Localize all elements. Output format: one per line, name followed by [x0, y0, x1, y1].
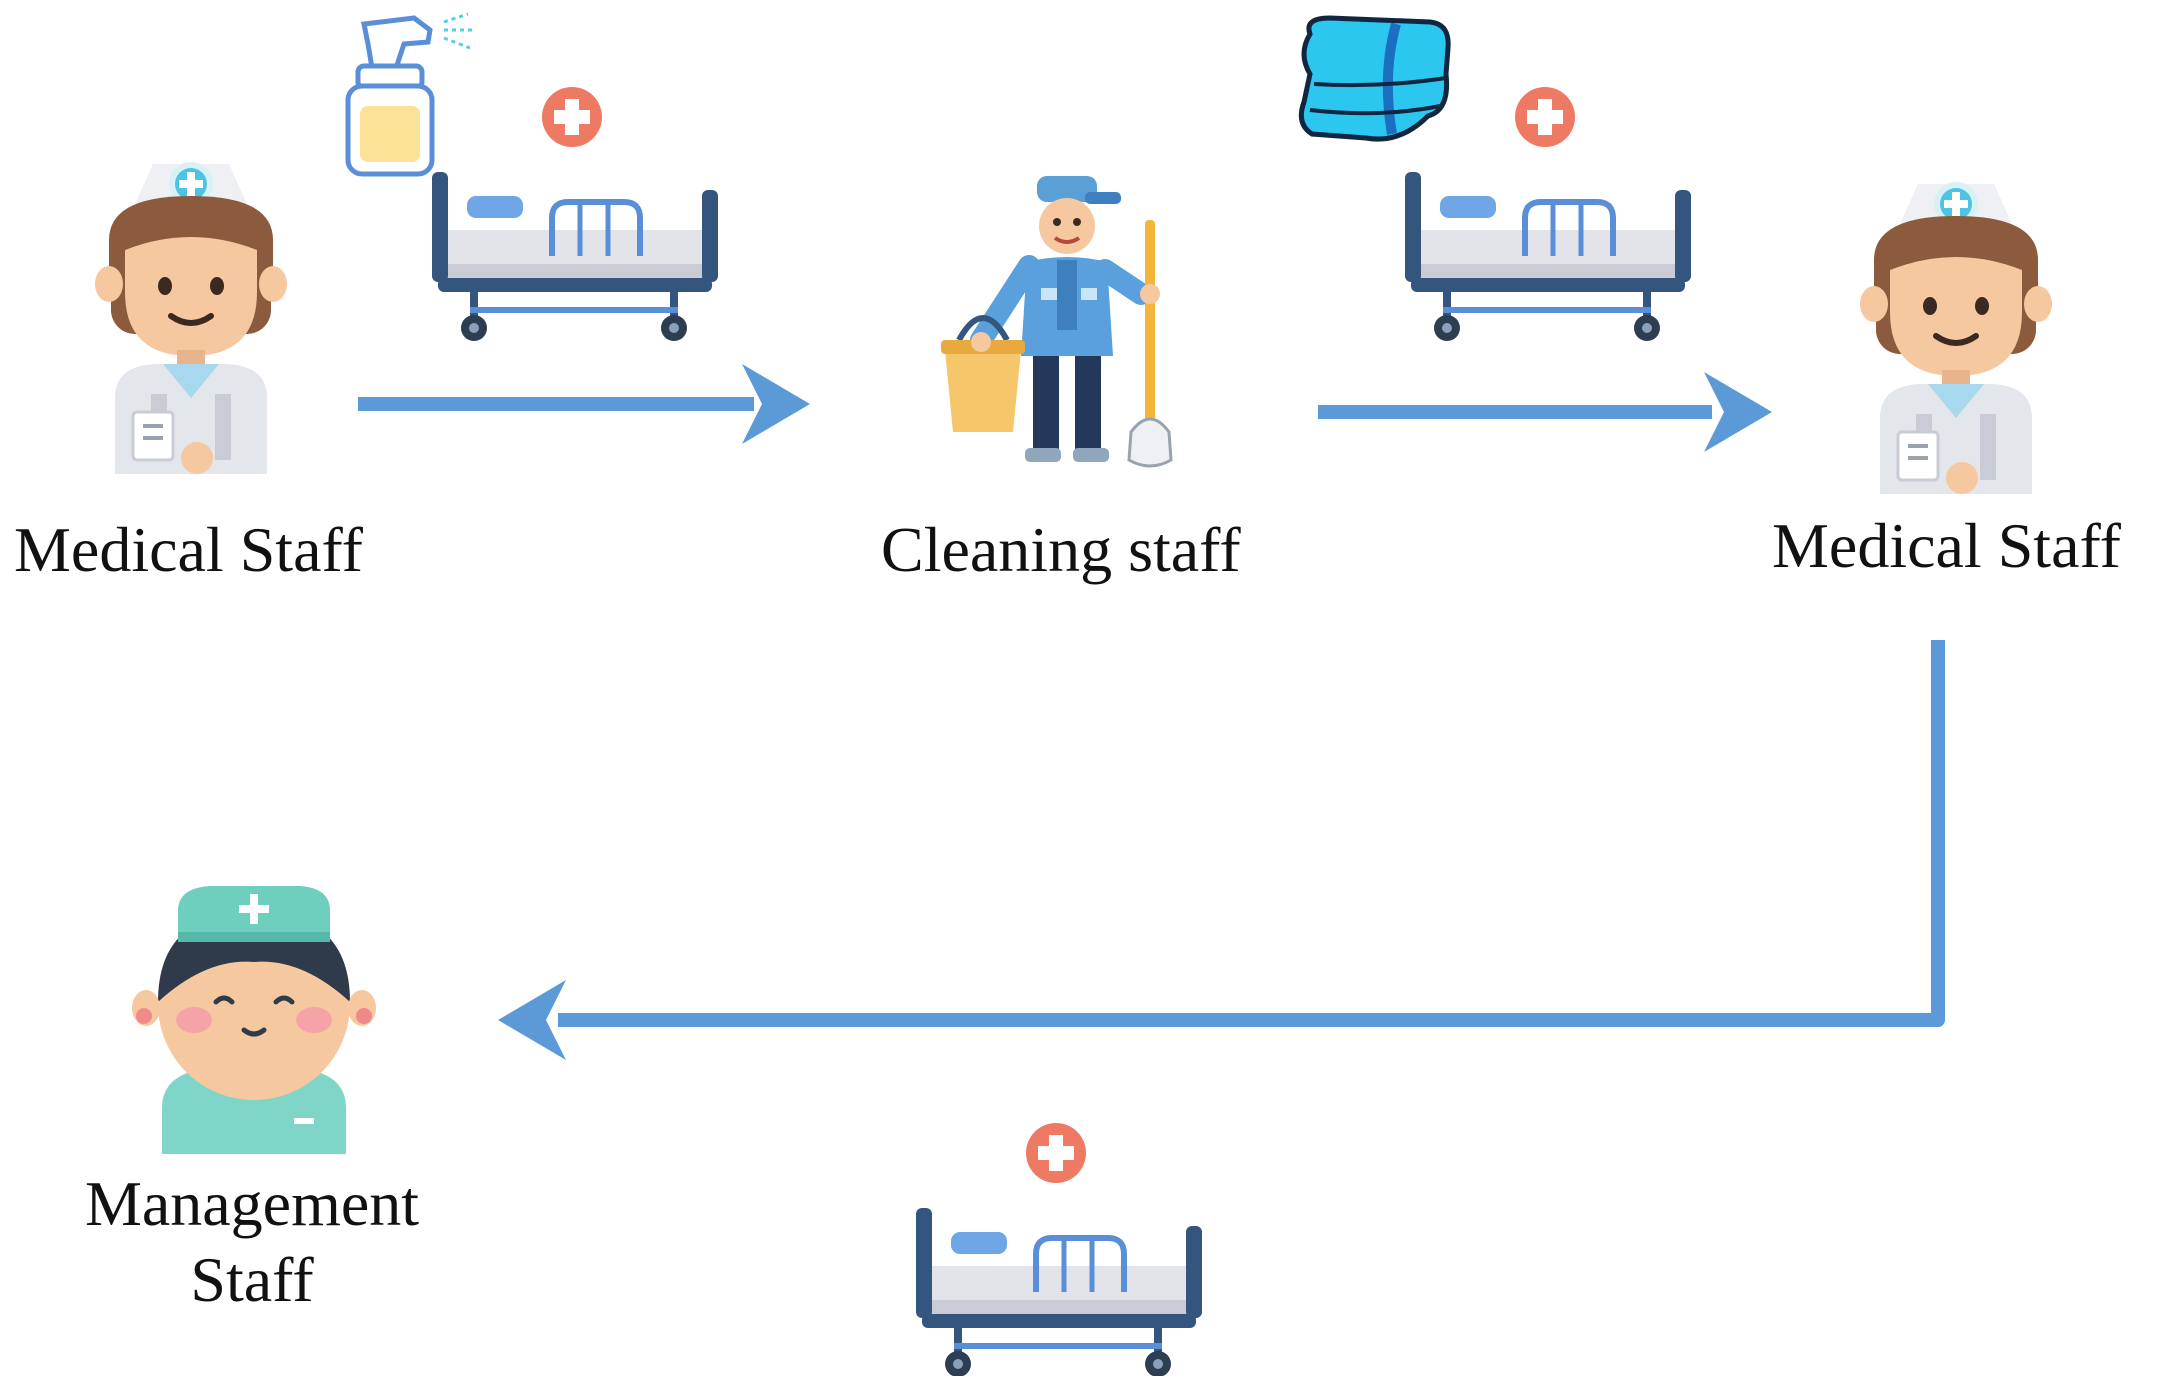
flow-arrow-to-medical: [1318, 372, 1772, 452]
hospital-bed-icon: [432, 87, 718, 341]
management-nurse-icon: [132, 886, 376, 1154]
management-staff-label: Management Staff: [85, 1166, 419, 1317]
management-staff-label-line1: Management: [84, 1168, 420, 1239]
nurse-icon: [1860, 182, 2052, 494]
cleaning-staff-label: Cleaning staff: [881, 514, 1241, 585]
hospital-bed-icon: [916, 1123, 1202, 1376]
management-staff-label-line2: Staff: [190, 1243, 314, 1315]
medical-staff-label-left: Medical Staff: [14, 514, 363, 585]
spray-bottle-icon: [345, 12, 476, 177]
hospital-bed-icon: [1405, 87, 1691, 341]
nurse-icon: [95, 162, 287, 474]
bed-cover-icon: [1298, 15, 1451, 142]
flow-arrow-to-management: [498, 640, 1945, 1060]
flow-arrow-to-cleaning: [358, 364, 810, 444]
medical-staff-label-right: Medical Staff: [1772, 510, 2121, 581]
cleaner-icon: [941, 176, 1173, 468]
